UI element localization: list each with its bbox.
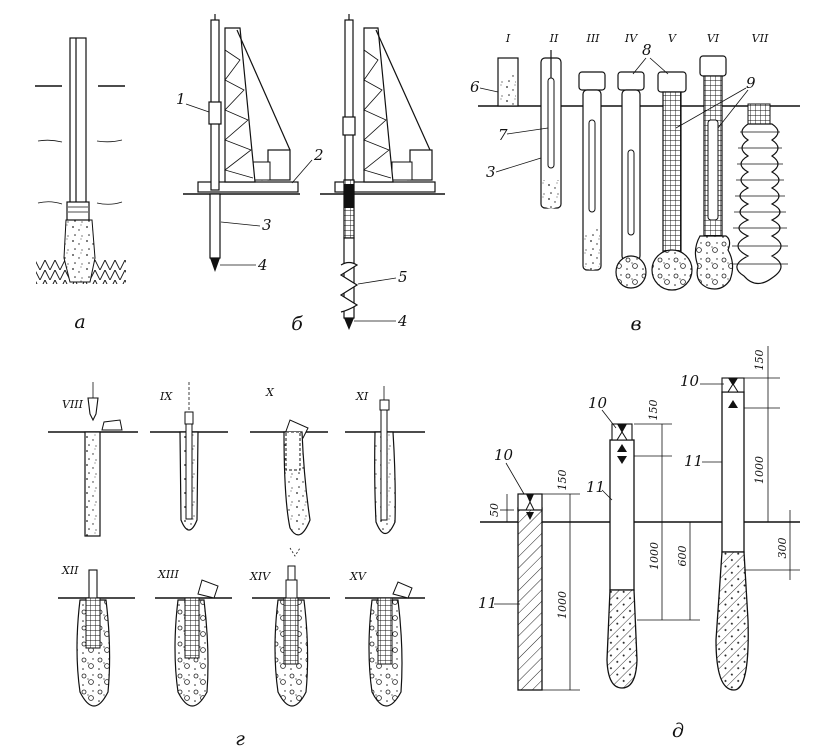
bored-hole (84, 431, 101, 537)
panel-a: а (35, 37, 126, 333)
callout: 10 (494, 446, 514, 464)
callout: 11 (478, 594, 497, 612)
pile-shaft (609, 439, 635, 591)
stage-label: VIII (62, 398, 84, 411)
marker-triangle (728, 378, 738, 386)
concrete-pile (76, 599, 111, 707)
stage-label: XIII (157, 568, 180, 581)
caption-g: г (235, 728, 245, 750)
pile-hatched (517, 507, 543, 691)
soil-layer-line (37, 201, 63, 205)
panel-d: 50 150 1000 150 1000 600 (478, 346, 800, 742)
concrete-bulb (63, 219, 96, 283)
panel-v: I II III IV V VI VII (470, 32, 800, 335)
stage-label: I (505, 32, 511, 45)
reinforcement-cage (377, 597, 393, 665)
drop-hammer (87, 397, 99, 422)
caption-b: б (291, 313, 303, 335)
callout: 11 (684, 452, 703, 470)
soil-layer-line (96, 139, 123, 143)
stage-label: XIV (249, 570, 271, 583)
callout: 9 (746, 74, 756, 92)
marker-triangle (728, 400, 738, 408)
stage-label: II (549, 32, 559, 45)
callout: 1 (176, 90, 186, 108)
concrete-bulb (694, 235, 734, 290)
concrete-bulb (651, 249, 693, 291)
callout: 6 (470, 78, 480, 96)
callout: 2 (313, 146, 324, 164)
dimension-label: 150 (556, 470, 569, 491)
casing-pipe (69, 37, 87, 209)
concrete-bulb (615, 255, 647, 289)
callout: 7 (498, 126, 508, 144)
pile-driving-rig (183, 14, 300, 272)
pile-driving-rig (320, 14, 445, 330)
callout: 10 (588, 394, 608, 412)
dimension-label: 150 (753, 350, 766, 371)
stage-label: VI (707, 32, 720, 45)
stage-label: VII (752, 32, 769, 45)
stage-label: XI (355, 390, 369, 403)
vibro-hammer (208, 101, 222, 125)
stage-label: XII (61, 564, 79, 577)
callout: 3 (262, 216, 272, 234)
marker-triangle (525, 500, 535, 511)
marker-triangle (526, 494, 534, 503)
dimension-label: 1000 (753, 456, 766, 484)
dimension-label: 1000 (648, 542, 661, 570)
caption-a: а (74, 311, 85, 333)
reinforcement-cage (662, 91, 682, 253)
marker-triangle (616, 431, 628, 441)
dimension-label: 150 (647, 400, 660, 421)
reinforcement-cage (283, 597, 299, 665)
pile-shaft (721, 391, 745, 553)
pile-tip (344, 318, 354, 330)
callout: 5 (398, 268, 408, 286)
marker-triangle (727, 383, 739, 393)
stage-label: V (668, 32, 677, 45)
callout: 11 (586, 478, 605, 496)
dimension-label: 600 (676, 546, 689, 567)
stage-label: IX (159, 390, 173, 403)
casing-shoe (66, 201, 90, 221)
stage-label: IV (624, 32, 638, 45)
soil-layer-line (37, 139, 63, 143)
stage-label: X (265, 386, 275, 399)
caption-v: в (630, 313, 641, 335)
broadened-pile-section (339, 261, 359, 313)
panel-g: VIII IX X XI XII XIII XIV XV (48, 382, 425, 750)
pile-hatched (715, 551, 749, 691)
dimension-label: 1000 (556, 591, 569, 619)
callout: 4 (257, 256, 268, 274)
callout: 3 (486, 163, 496, 181)
marker-triangle (617, 444, 627, 452)
panel-b: 1 2 3 4 5 4 б (176, 14, 445, 335)
stage-label: XV (349, 570, 367, 583)
dimension-label: 300 (776, 538, 789, 559)
callout: 4 (397, 312, 408, 330)
casing-pipe (209, 193, 221, 259)
reinforcement-cage (184, 597, 200, 659)
caption-d: д (672, 720, 684, 742)
marker-triangle (617, 456, 627, 464)
marker-triangle (526, 512, 534, 520)
pile-tip (210, 258, 220, 272)
stage-label: III (585, 32, 600, 45)
callout: 10 (680, 372, 700, 390)
vibro-hammer (342, 116, 356, 136)
marker-triangle (617, 424, 627, 433)
callout: 8 (642, 41, 652, 59)
pile-hatched (606, 589, 638, 689)
soil-layer-line (96, 201, 123, 205)
dimension-label: 50 (488, 503, 501, 517)
reinforcement-cage (85, 597, 101, 649)
